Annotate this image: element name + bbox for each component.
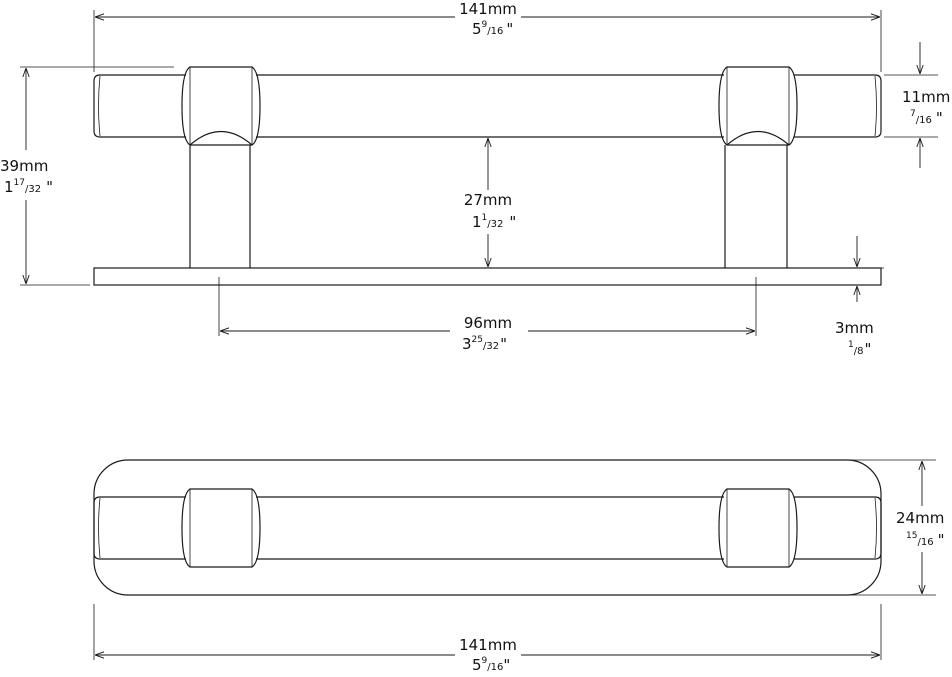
clearance-metric: 27mm: [464, 191, 512, 209]
handle-bar-top: [93, 496, 882, 560]
svg-text:59/16": 59/16": [472, 20, 513, 38]
top-view: 24mm 15/16" 141mm 59/16": [93, 459, 952, 677]
height-metric: 39mm: [0, 157, 48, 175]
base-plate-top: [93, 459, 882, 596]
svg-text:1/8": 1/8": [848, 340, 871, 358]
dim-height: 39mm 117/32": [0, 66, 174, 286]
bar-diameter-metric: 11mm: [902, 88, 950, 106]
base-thickness-metric: 3mm: [835, 319, 874, 337]
dim-width: 24mm 15/16": [850, 459, 952, 596]
dim-bar-diameter: 11mm 7/16": [884, 42, 950, 168]
svg-text:7/16": 7/16": [910, 109, 943, 127]
hole-spacing-metric: 96mm: [464, 314, 512, 332]
overall-length-metric: 141mm: [459, 0, 517, 18]
dim-base-thickness: 3mm 1/8": [835, 236, 884, 358]
left-post: [181, 66, 261, 268]
front-view: 141mm 59/16" 39mm 117/32" 27mm 11/32": [0, 0, 950, 358]
overall-length-bottom-metric: 141mm: [459, 636, 517, 654]
svg-text:59/16": 59/16": [472, 656, 510, 674]
width-metric: 24mm: [896, 509, 944, 527]
dim-hole-spacing: 96mm 325/32": [218, 277, 757, 353]
left-post-top: [181, 488, 261, 568]
base-plate: [93, 267, 882, 286]
svg-text:15/16": 15/16": [906, 531, 944, 549]
handle-bar: [93, 74, 882, 138]
svg-text:117/32": 117/32": [4, 178, 53, 196]
right-post: [718, 66, 798, 268]
svg-text:11/32": 11/32": [472, 213, 516, 231]
dim-overall-length-bottom: 141mm 59/16": [93, 604, 882, 677]
svg-text:325/32": 325/32": [462, 335, 507, 353]
dim-overall-length-top: 141mm 59/16": [93, 0, 882, 72]
right-post-top: [718, 488, 798, 568]
dim-clearance: 27mm 11/32": [450, 138, 520, 267]
